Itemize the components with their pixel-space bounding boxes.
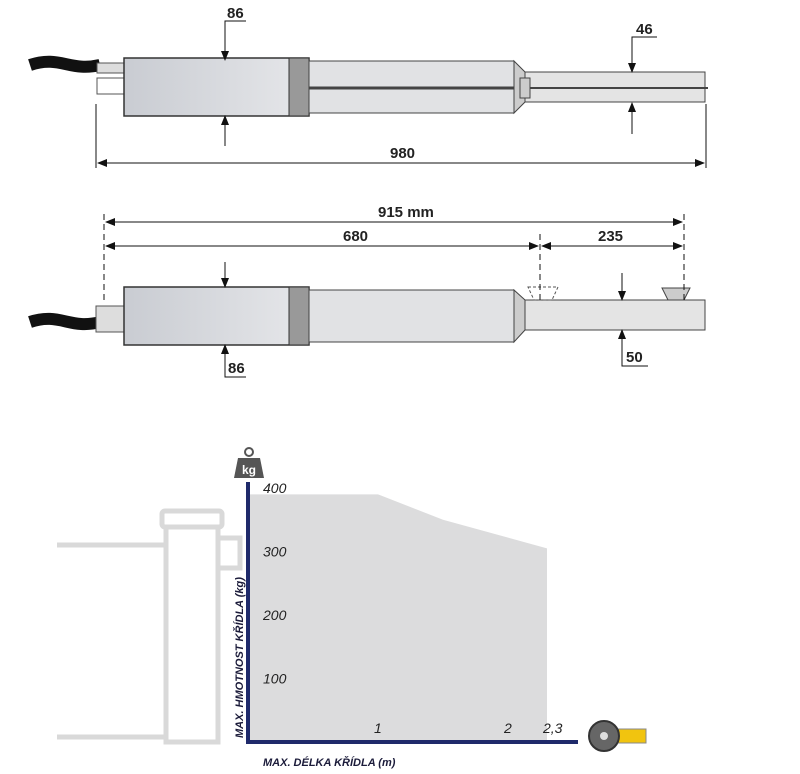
- dimension-length-980: [95, 104, 707, 168]
- actuator-top-view: [28, 55, 708, 117]
- dimension-rod-46: [628, 36, 657, 134]
- side-height-label: 86: [228, 360, 245, 377]
- weight-icon-label: kg: [242, 463, 256, 477]
- rod: [524, 299, 706, 331]
- top-length-label: 980: [390, 145, 415, 162]
- body-length-label: 680: [343, 228, 368, 245]
- motor-housing: [123, 57, 310, 117]
- actuator-side-view: [28, 286, 706, 346]
- x-tick-label: 1: [374, 720, 382, 736]
- y-tick-label: 300: [263, 544, 287, 560]
- cable: [28, 312, 102, 331]
- gate-illustration: [57, 508, 243, 745]
- x-tick-label: 2,3: [542, 720, 563, 736]
- side-rod-label: 50: [626, 349, 643, 366]
- tape-measure-icon: [588, 720, 647, 752]
- dimension-top-height: [221, 20, 246, 146]
- y-axis-label: MAX. HMOTNOST KŘÍDLA (kg): [233, 577, 246, 738]
- y-tick-label: 200: [262, 607, 287, 623]
- x-axis-label: MAX. DÉLKA KŘÍDLA (m): [263, 756, 396, 769]
- load-chart: 400 300 200 100 1 2 2,3: [246, 480, 578, 744]
- stroke-label: 235: [598, 228, 623, 245]
- weight-icon: kg: [234, 447, 264, 478]
- tube: [308, 289, 515, 343]
- dimension-lines-side: [103, 214, 685, 378]
- capacity-area: [248, 494, 547, 742]
- x-tick-label: 2: [503, 720, 512, 736]
- cable: [28, 55, 102, 73]
- total-length-label: 915 mm: [378, 204, 434, 221]
- top-rod-label: 46: [636, 21, 653, 38]
- motor-housing: [123, 286, 310, 346]
- y-tick-label: 100: [263, 671, 287, 687]
- top-height-label: 86: [227, 5, 244, 22]
- y-tick-label: 400: [263, 480, 287, 496]
